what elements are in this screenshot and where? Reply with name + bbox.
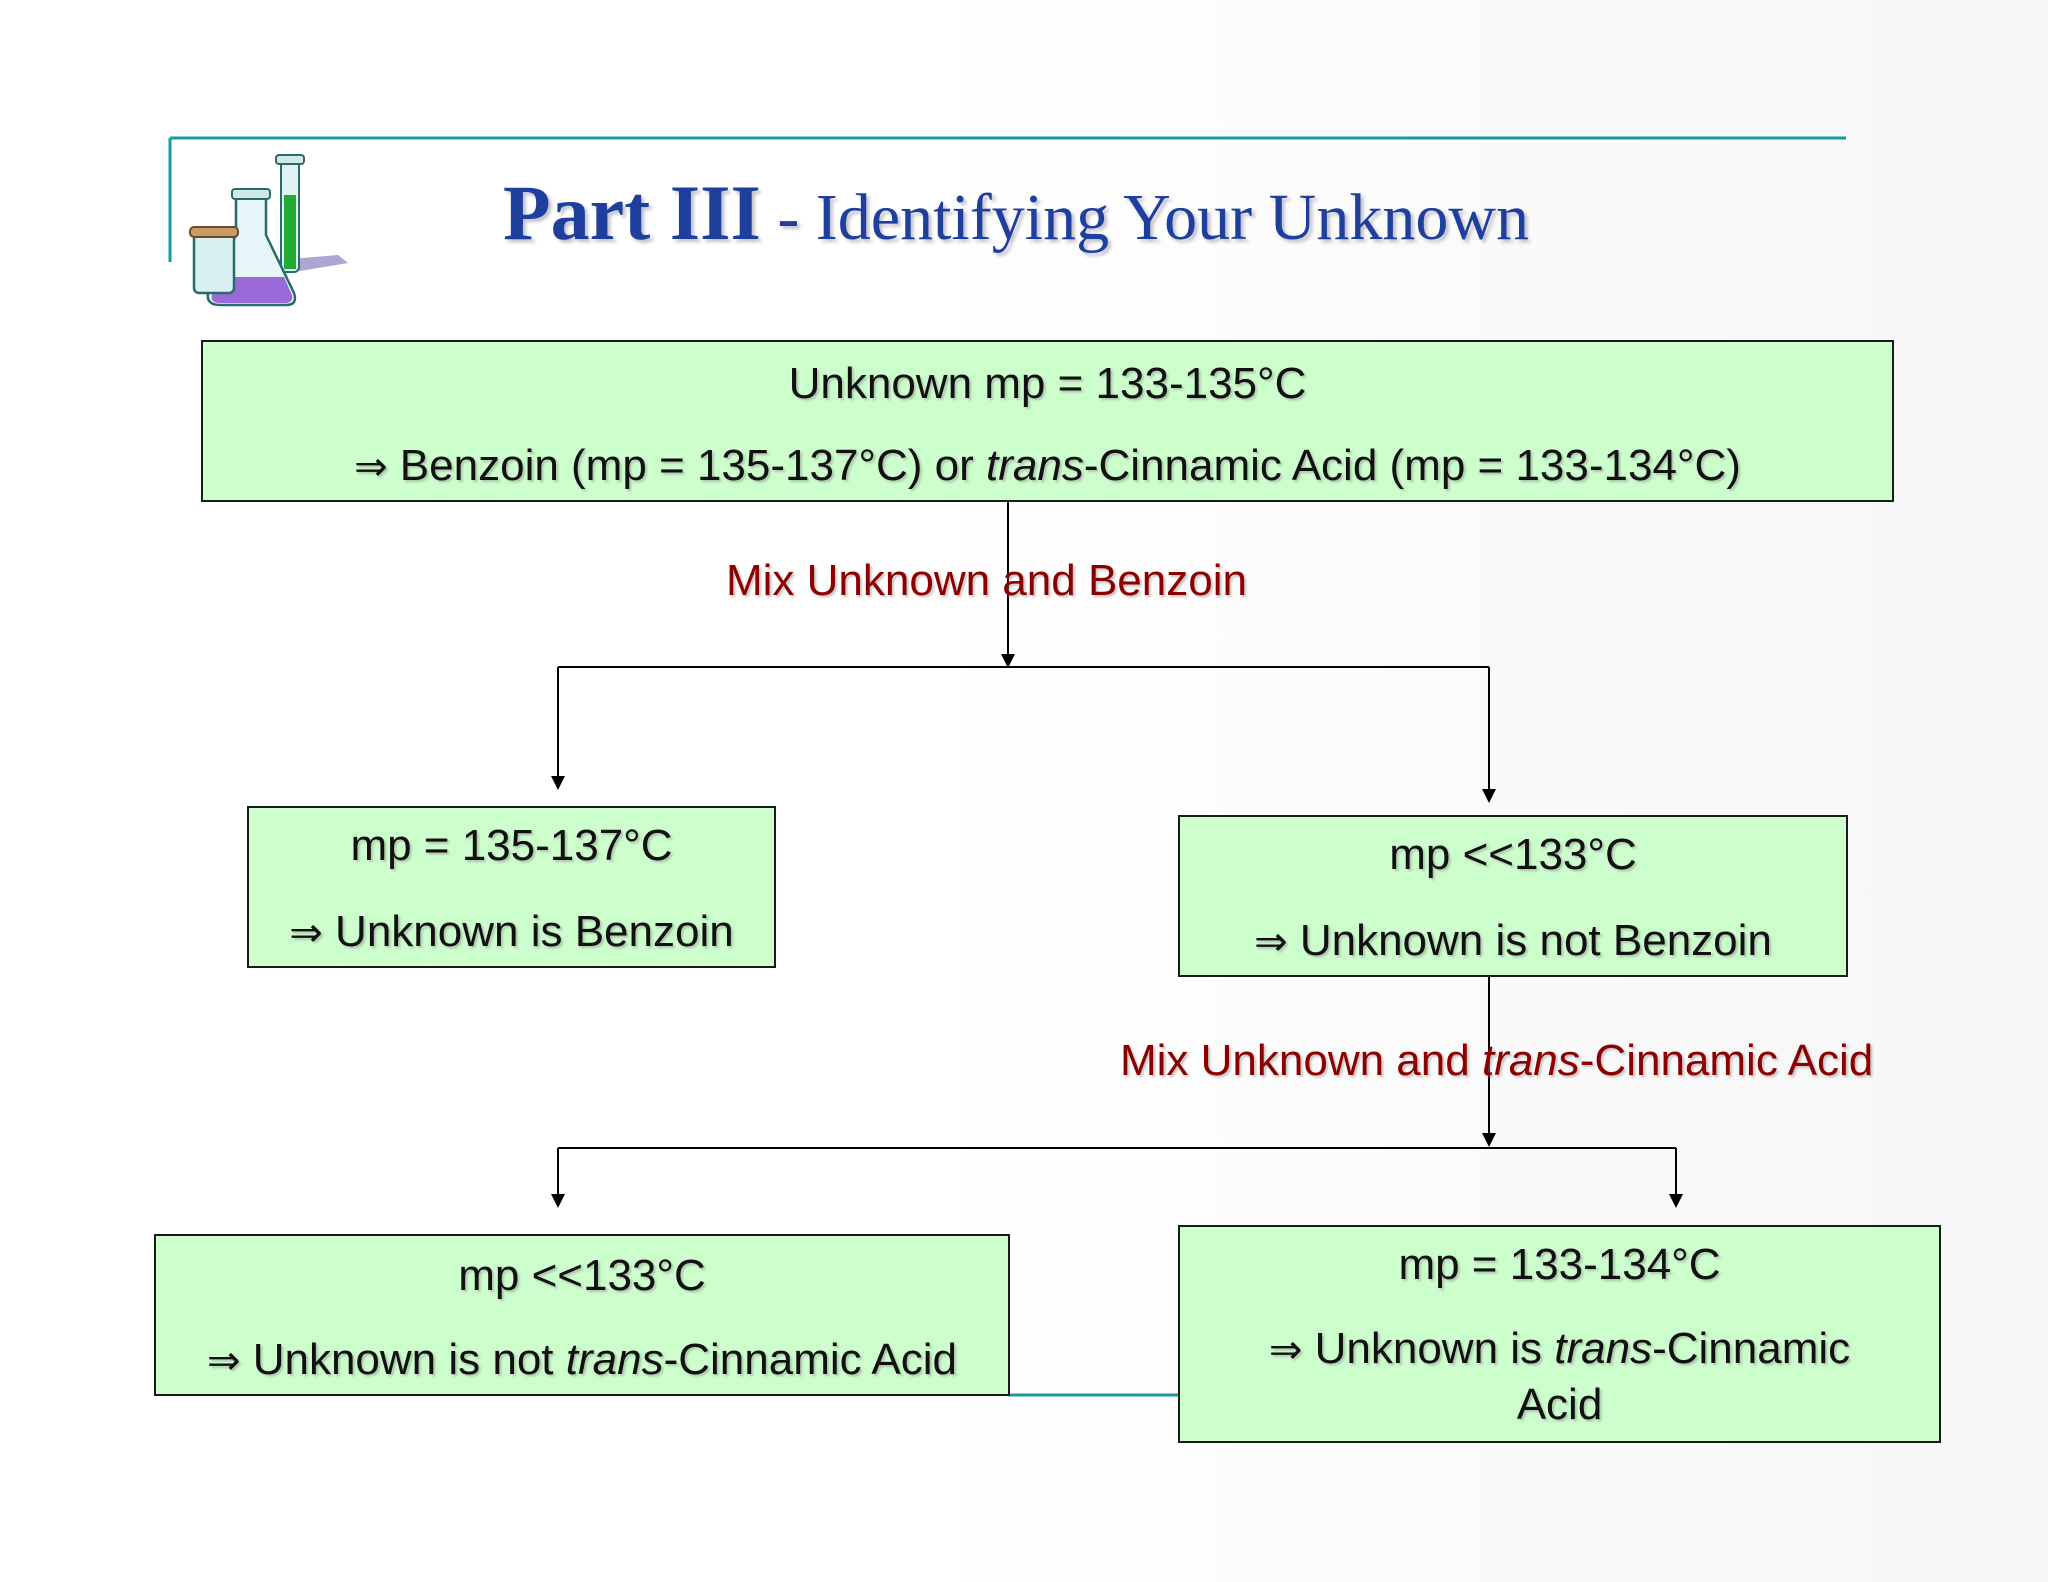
is-cinnamic-box: mp = 133-134°C ⇒ Unknown is trans-Cinnam…: [1178, 1225, 1941, 1443]
arrowhead: [551, 1194, 565, 1208]
arrowhead: [1001, 654, 1015, 668]
title-main: Part III: [503, 169, 761, 256]
lab-glassware-icon: [189, 154, 348, 307]
step2-label: Mix Unknown and trans-Cinnamic Acid: [1120, 1036, 1874, 1085]
title-subtitle: - Identifying Your Unknown: [760, 181, 1529, 254]
not-cinnamic-line2: ⇒ Unknown is not trans-Cinnamic Acid: [206, 1335, 958, 1384]
benzoin-result-line1: mp = 135-137°C: [350, 821, 673, 870]
is-cinnamic-line1: mp = 133-134°C: [1398, 1240, 1721, 1289]
benzoin-result-line2: ⇒ Unknown is Benzoin: [289, 907, 734, 956]
arrowhead: [551, 776, 565, 790]
arrowhead: [1482, 789, 1496, 803]
not-cinnamic-line1: mp <<133°C: [458, 1251, 706, 1300]
arrowhead: [1482, 1133, 1496, 1147]
slide-title: Part III - Identifying Your Unknown: [0, 168, 2048, 258]
not-benzoin-line1: mp <<133°C: [1389, 830, 1637, 879]
benzoin-result-box: mp = 135-137°C ⇒ Unknown is Benzoin: [247, 806, 776, 968]
is-cinnamic-line3: Acid: [1516, 1380, 1603, 1429]
start-box: Unknown mp = 133-135°C ⇒ Benzoin (mp = 1…: [201, 340, 1894, 502]
not-cinnamic-box: mp <<133°C ⇒ Unknown is not trans-Cinnam…: [154, 1234, 1010, 1396]
not-benzoin-box: mp <<133°C ⇒ Unknown is not Benzoin: [1178, 815, 1848, 977]
start-box-line2: ⇒ Benzoin (mp = 135-137°C) or trans-Cinn…: [354, 441, 1741, 490]
flow-connectors: [557, 501, 1677, 1198]
implies-arrow-icon: ⇒: [206, 1338, 241, 1384]
implies-arrow-icon: ⇒: [289, 910, 323, 956]
implies-arrow-icon: ⇒: [354, 444, 388, 490]
step1-label: Mix Unknown and Benzoin: [726, 556, 1247, 605]
implies-arrow-icon: ⇒: [1268, 1327, 1303, 1373]
is-cinnamic-line2: ⇒ Unknown is trans-Cinnamic: [1268, 1324, 1851, 1373]
start-box-line1: Unknown mp = 133-135°C: [788, 359, 1307, 408]
flow-arrowheads: [551, 654, 1683, 1208]
implies-arrow-icon: ⇒: [1254, 919, 1288, 965]
not-benzoin-line2: ⇒ Unknown is not Benzoin: [1254, 916, 1772, 965]
arrowhead: [1669, 1194, 1683, 1208]
